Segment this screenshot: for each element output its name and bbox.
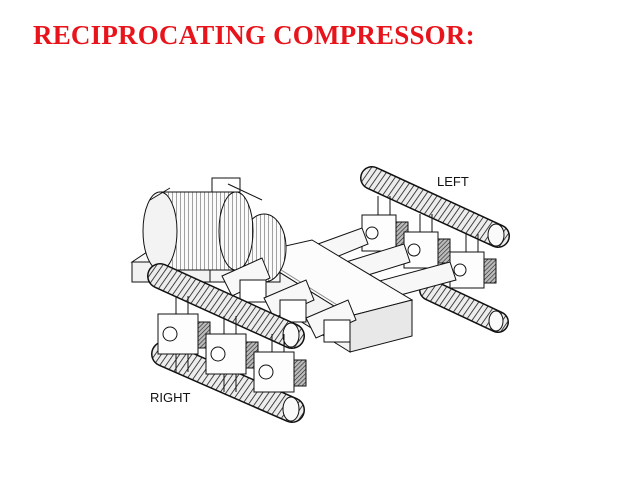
label-right: RIGHT [150,390,191,405]
left-cylinder-3 [449,234,497,289]
label-left: LEFT [437,174,469,189]
right-cylinder-1 [157,296,211,372]
left-cylinder-1 [361,196,409,252]
right-header [147,263,305,423]
right-cylinder-3 [253,334,307,393]
slide-title: RECIPROCATING COMPRESSOR: [33,20,475,50]
right-cylinder-2 [205,316,259,392]
left-header [360,166,510,333]
right-distance-pieces [221,257,357,343]
left-cylinder-2 [403,214,451,269]
